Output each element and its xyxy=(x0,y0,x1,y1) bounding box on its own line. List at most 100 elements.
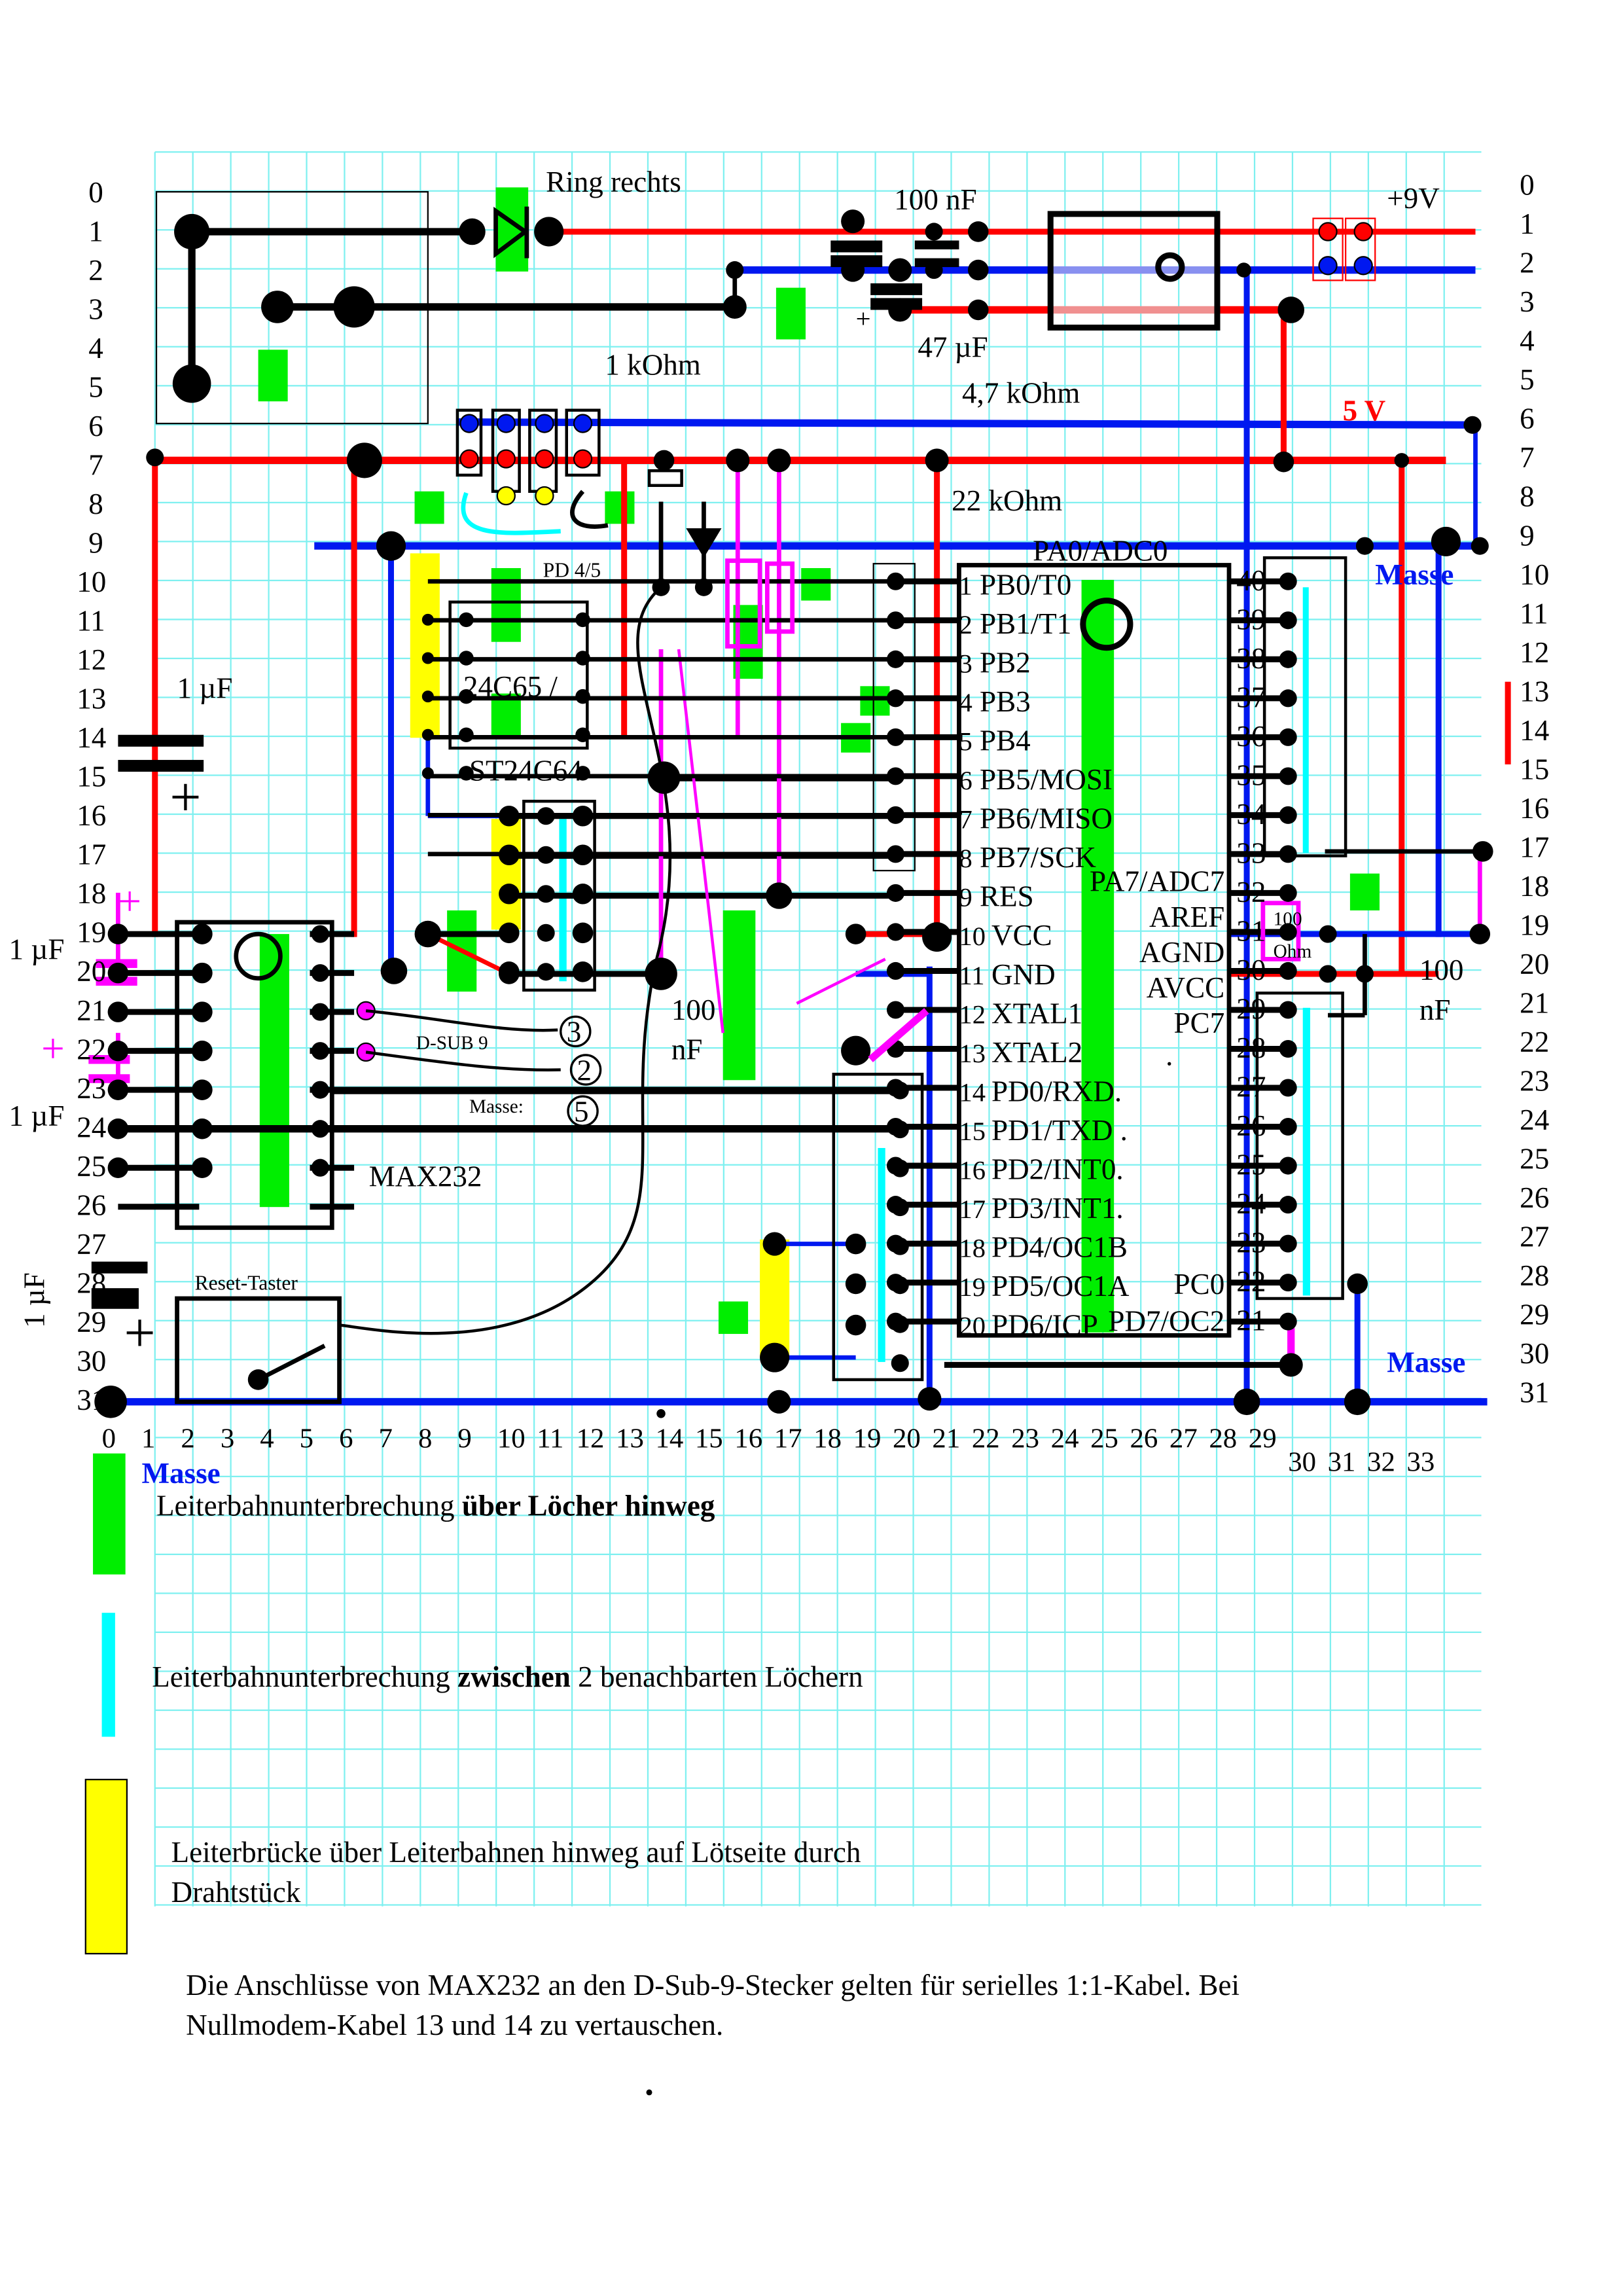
row-label-left: 21 xyxy=(77,994,106,1027)
solder-pad xyxy=(722,295,747,319)
legend-yellow-line1: Leiterbrücke über Leiterbahnen hinweg au… xyxy=(171,1836,861,1869)
mcu-pin-number: 30 xyxy=(1236,954,1266,986)
capacitor-icon xyxy=(118,760,204,772)
solder-pad xyxy=(1463,416,1482,434)
solder-pad xyxy=(1279,845,1297,863)
solder-pad xyxy=(762,1232,787,1256)
solder-pad xyxy=(886,884,905,902)
dsub-pin3-circle xyxy=(560,1015,592,1048)
solder-pad xyxy=(311,1081,329,1099)
colored-pad xyxy=(496,414,516,433)
row-label-right: 25 xyxy=(1520,1143,1549,1175)
row-label-right: 11 xyxy=(1520,597,1548,630)
row-label-right: 12 xyxy=(1520,636,1549,669)
solder-pad xyxy=(886,689,905,708)
res-1k-label: 1 kOhm xyxy=(605,349,701,382)
mcu-pin-number: 34 xyxy=(1236,798,1266,831)
column-label: 27 xyxy=(1169,1424,1198,1454)
row-label-left: 20 xyxy=(77,955,106,988)
row-label-right: 18 xyxy=(1520,870,1549,903)
mcu-pin-number: 36 xyxy=(1236,720,1266,753)
solder-pad xyxy=(1279,1312,1297,1331)
cut-over-holes-marker xyxy=(491,693,521,738)
cut-over-holes-marker xyxy=(801,567,831,601)
solder-pad xyxy=(107,1079,129,1100)
cut-between-holes-marker xyxy=(559,819,567,982)
mcu-pin-number: 6 xyxy=(959,766,972,795)
solder-pad xyxy=(1279,650,1297,668)
solder-pad xyxy=(767,448,791,473)
mcu-pin-number: 26 xyxy=(1236,1109,1266,1142)
row-label-right: 27 xyxy=(1520,1221,1549,1253)
solder-pad xyxy=(1279,1196,1297,1214)
solder-pad xyxy=(499,922,520,944)
column-label: 29 xyxy=(1249,1424,1277,1454)
solder-pad xyxy=(1279,572,1297,590)
cut-over-holes-marker xyxy=(1081,580,1115,1333)
mcu-pin-number: 15 xyxy=(959,1117,986,1146)
component-outline xyxy=(647,469,683,487)
mcu-pin-number: 7 xyxy=(959,805,972,834)
regulator-hole xyxy=(1155,252,1185,282)
solder-pad xyxy=(311,925,329,943)
row-label-right: 4 xyxy=(1520,325,1535,357)
colored-pad xyxy=(1318,256,1338,276)
mcu-pin-number: 25 xyxy=(1236,1149,1266,1181)
colored-pad xyxy=(535,486,554,506)
solder-pad xyxy=(1344,1388,1371,1416)
mcu-pin-name: PB4 xyxy=(980,725,1031,757)
row-label-left: 0 xyxy=(88,176,103,209)
column-label: 31 xyxy=(1328,1447,1356,1478)
cap-100nf-right-a: 100 xyxy=(1419,954,1464,986)
solder-pad xyxy=(192,1001,213,1022)
colored-pad xyxy=(496,486,516,506)
plus-sign-1uf: + xyxy=(169,766,201,829)
column-label: 30 xyxy=(1288,1447,1316,1478)
solder-pad xyxy=(891,1198,909,1217)
solder-pad xyxy=(192,1079,213,1100)
column-label: 21 xyxy=(932,1424,960,1454)
solder-pad xyxy=(1394,453,1410,468)
colored-pad xyxy=(573,414,593,433)
solder-pad xyxy=(1279,1118,1297,1136)
solder-pad xyxy=(1279,1353,1303,1377)
row-label-right: 22 xyxy=(1520,1026,1549,1058)
solder-pad xyxy=(572,805,594,827)
row-label-left: 29 xyxy=(77,1306,106,1338)
row-label-right: 24 xyxy=(1520,1103,1549,1136)
column-label: 28 xyxy=(1209,1424,1237,1454)
solder-pad xyxy=(174,213,210,250)
solder-pad xyxy=(891,1315,909,1333)
mcu-pin-number: 24 xyxy=(1236,1187,1266,1220)
solder-pad xyxy=(886,728,905,746)
solder-pad xyxy=(575,766,590,781)
reset-label: Reset-Taster xyxy=(195,1271,298,1294)
solder-pad xyxy=(572,844,594,866)
legend-green-b: über Löcher hinweg xyxy=(462,1489,715,1522)
solder-pad xyxy=(767,1390,791,1414)
component-outline xyxy=(565,408,601,477)
row-label-left: 6 xyxy=(88,410,103,442)
mcu-pin-name: . xyxy=(1166,1039,1173,1072)
row-label-left: 1 xyxy=(88,215,103,247)
row-label-left: 26 xyxy=(77,1189,106,1221)
row-label-right: 2 xyxy=(1520,247,1535,279)
solder-pad xyxy=(459,612,474,628)
row-label-left: 14 xyxy=(77,721,106,754)
cut-between-holes-marker xyxy=(1302,1007,1311,1296)
solder-pad xyxy=(575,689,590,704)
row-label-right: 13 xyxy=(1520,675,1549,708)
mcu-pin-name: PC7 xyxy=(1174,1007,1225,1039)
solder-pad xyxy=(192,1118,213,1139)
row-label-right: 1 xyxy=(1520,207,1535,240)
row-label-left: 18 xyxy=(77,877,106,910)
solder-pad xyxy=(1319,965,1337,983)
solder-pad xyxy=(656,1409,666,1418)
reset-switch-lever xyxy=(257,1344,326,1382)
solder-pad xyxy=(311,964,329,982)
column-label: 23 xyxy=(1011,1424,1039,1454)
component-outline xyxy=(175,1296,342,1405)
mcu-pin-number: 20 xyxy=(959,1311,986,1340)
cut-between-holes-marker xyxy=(878,1148,885,1362)
solder-pad xyxy=(537,885,555,903)
